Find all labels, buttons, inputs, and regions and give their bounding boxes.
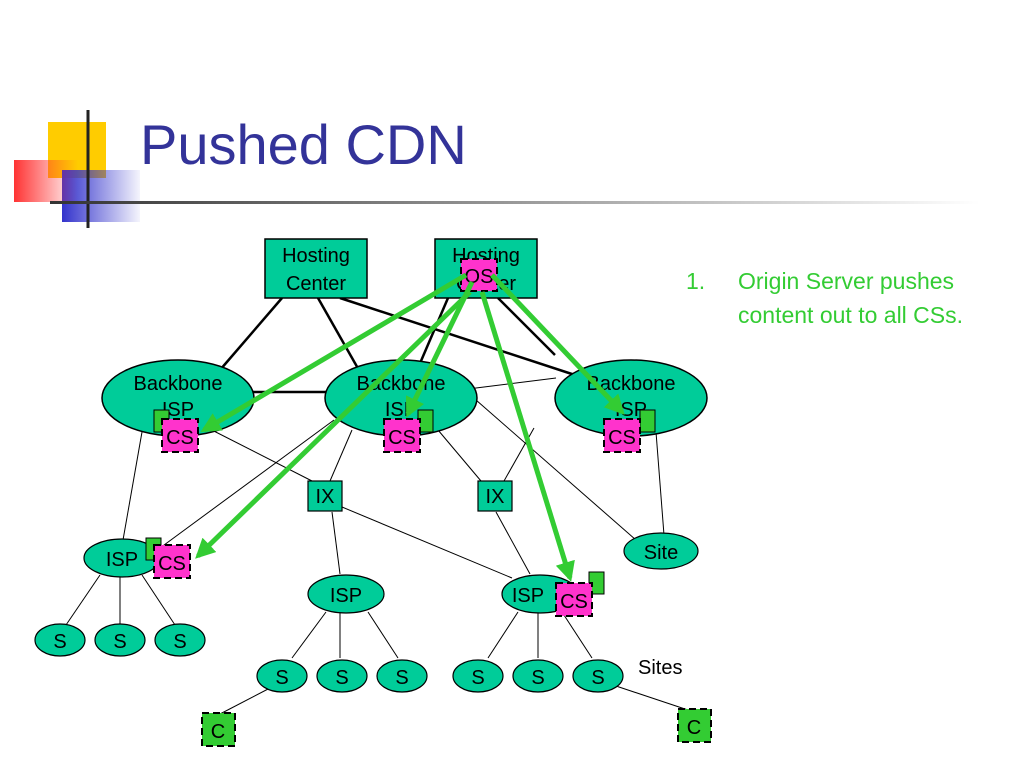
push-arrow xyxy=(195,290,472,559)
backbone-isp-label: Backbone xyxy=(134,373,223,395)
site-label: Site xyxy=(644,542,678,564)
s-label: S xyxy=(335,667,348,689)
title-decoration xyxy=(14,110,980,228)
ix-label: IX xyxy=(316,486,335,508)
access-links xyxy=(65,377,689,715)
hosting-center: Hosting Center xyxy=(264,238,368,299)
sites-label: Sites xyxy=(638,657,682,679)
isp-label: ISP xyxy=(512,585,544,607)
push-arrows xyxy=(195,272,625,582)
bullet-text: Origin Server pushes content out to all … xyxy=(738,268,964,328)
client-label: C xyxy=(211,721,225,743)
s-label: S xyxy=(471,667,484,689)
s-label: S xyxy=(531,667,544,689)
backbone-isp-label: ISP xyxy=(162,399,194,421)
push-arrow xyxy=(479,291,575,582)
origin-server: OS xyxy=(460,258,498,292)
client-node: C xyxy=(677,708,712,743)
ix-node: IX xyxy=(307,480,343,512)
s-node: S xyxy=(452,659,504,693)
deco-red-square xyxy=(14,160,78,202)
s-label: S xyxy=(591,667,604,689)
push-arrow xyxy=(405,280,475,418)
cache-label: CS xyxy=(608,427,636,449)
push-arrow xyxy=(200,272,468,433)
backbone-isp-label: Backbone xyxy=(587,373,676,395)
s-node: S xyxy=(256,659,308,693)
title-underline xyxy=(50,201,980,204)
isp-node: ISP xyxy=(307,574,385,614)
s-label: S xyxy=(173,631,186,653)
s-node: S xyxy=(316,659,368,693)
hosting-center-label: Hosting xyxy=(282,245,350,267)
client-node: C xyxy=(201,712,236,747)
cache-label: CS xyxy=(560,591,588,613)
push-arrow xyxy=(490,273,625,415)
s-label: S xyxy=(113,631,126,653)
s-node: S xyxy=(572,659,624,693)
cache-label: CS xyxy=(166,427,194,449)
page-title: Pushed CDN xyxy=(140,113,467,176)
cache-label: CS xyxy=(158,553,186,575)
s-label: S xyxy=(395,667,408,689)
s-label: S xyxy=(275,667,288,689)
isp-label: ISP xyxy=(106,549,138,571)
cache-server: CS xyxy=(603,418,641,453)
bullet-number: 1. xyxy=(686,268,706,294)
cache-server: CS xyxy=(161,418,199,453)
isp-label: ISP xyxy=(330,585,362,607)
ix-label: IX xyxy=(486,486,505,508)
s-node: S xyxy=(512,659,564,693)
cache-server: CS xyxy=(555,582,593,617)
ix-node: IX xyxy=(477,480,513,512)
cache-server: CS xyxy=(153,544,191,579)
s-node: S xyxy=(154,623,206,657)
cache-server: CS xyxy=(383,418,421,453)
cache-label: CS xyxy=(388,427,416,449)
s-node: S xyxy=(376,659,428,693)
s-node: S xyxy=(94,623,146,657)
site-node: Site xyxy=(623,532,699,570)
client-label: C xyxy=(687,717,701,739)
hosting-center-label: Center xyxy=(286,273,346,295)
s-label: S xyxy=(53,631,66,653)
s-node: S xyxy=(34,623,86,657)
